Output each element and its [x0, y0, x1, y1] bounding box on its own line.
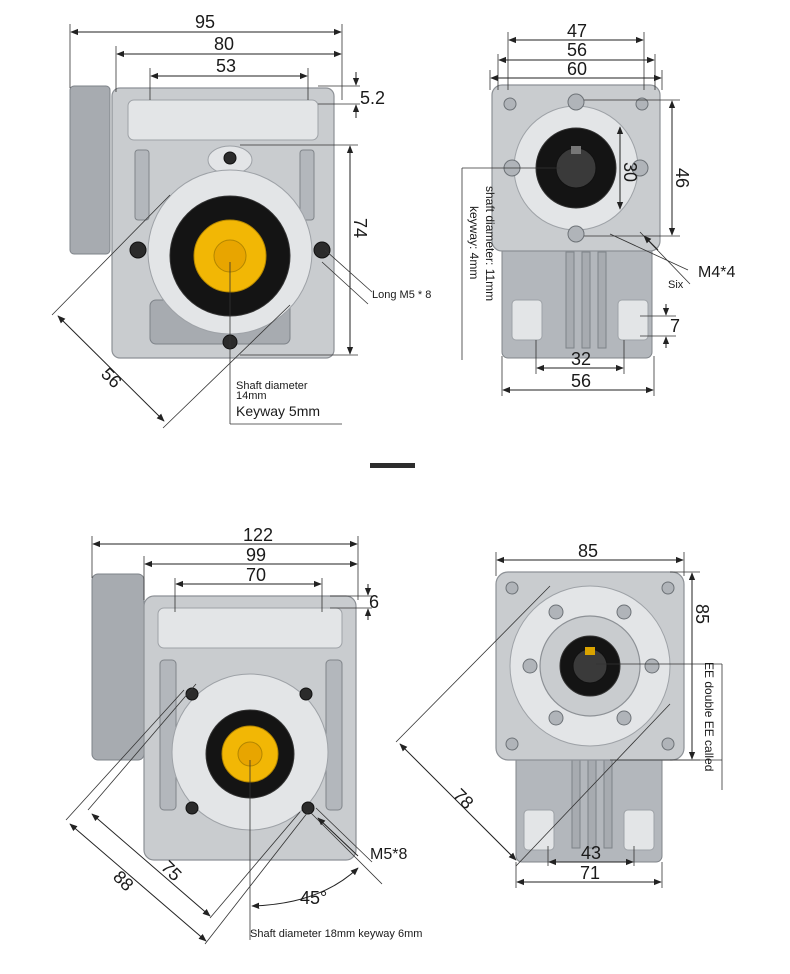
dim-75: 75	[157, 857, 185, 885]
dim-74: 74	[350, 218, 370, 238]
side-note: EE double EE called	[702, 662, 716, 771]
bottom-right-gearbox	[495, 571, 685, 863]
dim-32: 32	[571, 349, 591, 369]
dim-122: 122	[243, 525, 273, 545]
bolt-note: M4*4	[698, 264, 735, 281]
bolt-note: Long M5 * 8	[372, 289, 431, 301]
bottom-right-dimensions: 85 85 EE double EE called 78 43 71	[395, 541, 723, 888]
dim-43: 43	[581, 843, 601, 863]
dim-85-height: 85	[692, 604, 712, 624]
dim-95: 95	[195, 12, 215, 32]
dim-6: 6	[369, 592, 379, 612]
shaft-size-note: 14mm	[236, 390, 267, 402]
dim-80: 80	[214, 34, 234, 54]
dim-53: 53	[216, 56, 236, 76]
dim-56: 56	[567, 40, 587, 60]
dim-56-diag: 56	[97, 364, 125, 392]
mount-hole	[129, 241, 147, 259]
dim-60: 60	[567, 59, 587, 79]
bolt-note: M5*8	[370, 846, 407, 863]
mount-hole	[313, 241, 331, 259]
keyway-note: Keyway 5mm	[236, 403, 320, 419]
motor-flange	[69, 85, 111, 255]
dim-85-width: 85	[578, 541, 598, 561]
dim-70: 70	[246, 565, 266, 585]
shaft-note: Shaft diameter	[236, 380, 308, 392]
dim-56-bottom: 56	[571, 371, 591, 391]
top-right-dimensions: 47 56 60 46 30 shaft diameter: 11mm keyw…	[461, 21, 735, 396]
bottom-left-dimensions: 122 99 70 6 88 75 M5*8 45° Shaft diamete…	[65, 525, 422, 945]
top-right-gearbox	[491, 84, 661, 359]
mount-hole	[185, 687, 199, 701]
keyway-slot	[571, 146, 581, 154]
dim-30: 30	[620, 162, 640, 182]
motor-flange	[91, 573, 145, 761]
dim-99: 99	[246, 545, 266, 565]
shaft-note: Shaft diameter 18mm keyway 6mm	[250, 928, 422, 940]
top-left-gearbox	[69, 85, 335, 359]
angle-45: 45°	[300, 888, 327, 908]
mount-hole	[185, 801, 199, 815]
keyway-note: keyway: 4mm	[467, 206, 481, 279]
dim-5-2: 5.2	[360, 88, 385, 108]
dim-78: 78	[449, 785, 477, 813]
dim-46: 46	[672, 168, 692, 188]
six-note: Six	[668, 279, 684, 291]
dim-71: 71	[580, 863, 600, 883]
section-divider	[370, 463, 415, 468]
keyway-slot	[585, 647, 595, 655]
bottom-left-gearbox	[91, 573, 357, 861]
dim-47: 47	[567, 21, 587, 41]
dim-88: 88	[109, 867, 137, 895]
dim-7: 7	[670, 316, 680, 336]
mount-hole	[301, 801, 315, 815]
mount-hole	[223, 151, 237, 165]
shaft-note: shaft diameter: 11mm	[483, 186, 497, 301]
mount-hole	[299, 687, 313, 701]
